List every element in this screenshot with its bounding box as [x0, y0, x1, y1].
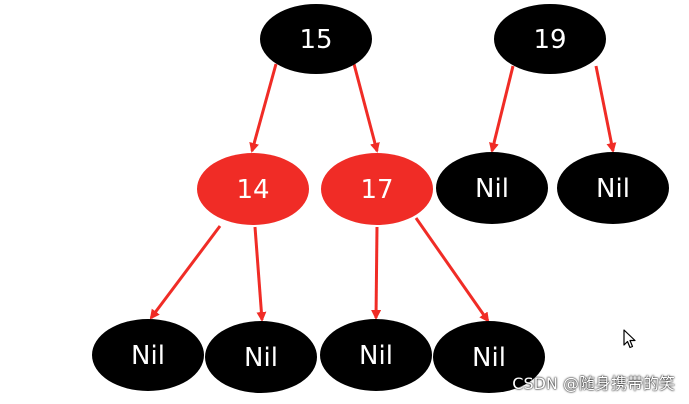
edge-arrow-n19-to-nil19a: [489, 65, 515, 153]
red-node-ellipse: [197, 153, 309, 225]
tree-node-nil17b: Nil: [433, 321, 545, 393]
tree-node-n15: 15: [260, 4, 372, 74]
watermark-text: CSDN @随身携带的笑: [512, 374, 675, 393]
black-node-ellipse: [205, 321, 317, 393]
tree-node-nil17a: Nil: [320, 319, 432, 391]
tree-node-nil19a: Nil: [436, 152, 548, 224]
black-node-ellipse: [494, 4, 606, 74]
edge-arrow-n14-to-nil14a: [149, 225, 222, 320]
tree-node-nil19b: Nil: [557, 152, 669, 224]
node-label: Nil: [472, 343, 506, 373]
node-label: 14: [236, 175, 269, 205]
mouse-cursor-icon: [623, 329, 636, 349]
edge-arrow-n15-to-n14: [249, 63, 278, 153]
tree-node-nil14a: Nil: [92, 319, 204, 391]
tree-node-n14: 14: [197, 153, 309, 225]
node-label: Nil: [475, 174, 509, 204]
black-node-ellipse: [92, 319, 204, 391]
node-label: 15: [299, 25, 332, 55]
node-label: Nil: [359, 341, 393, 371]
node-label: Nil: [244, 343, 278, 373]
tree-node-nil14b: Nil: [205, 321, 317, 393]
node-label: Nil: [131, 341, 165, 371]
edge-arrow-n15-to-n17: [352, 63, 380, 153]
edges-layer: [149, 63, 617, 323]
edge-arrow-n17-to-nil17b: [414, 217, 490, 323]
node-label: Nil: [596, 174, 630, 204]
edge-arrow-n14-to-nil14b: [253, 226, 267, 322]
black-node-ellipse: [433, 321, 545, 393]
node-label: 17: [360, 175, 393, 205]
tree-node-n19: 19: [494, 4, 606, 74]
node-label: 19: [533, 25, 566, 55]
black-node-ellipse: [320, 319, 432, 391]
black-node-ellipse: [436, 152, 548, 224]
tree-node-n17: 17: [321, 153, 433, 225]
black-node-ellipse: [260, 4, 372, 74]
red-node-ellipse: [321, 153, 433, 225]
edge-arrow-n17-to-nil17a: [371, 226, 382, 320]
edge-arrow-n19-to-nil19b: [594, 65, 617, 153]
black-node-ellipse: [557, 152, 669, 224]
